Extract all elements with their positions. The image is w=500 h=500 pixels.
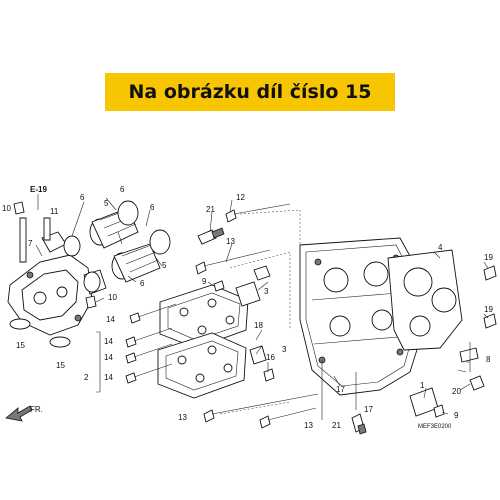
callout-13-c: 13: [304, 421, 313, 430]
svg-text:FR.: FR.: [30, 405, 43, 414]
bolts-13-lower: [203, 393, 319, 429]
bracket-2: [96, 331, 101, 393]
callout-13-b: 13: [178, 413, 187, 422]
callout-15-b: 15: [56, 361, 65, 370]
callout-19-b: 19: [484, 305, 493, 314]
spark-plug-21-upper: [197, 227, 225, 245]
callout-21-a: 21: [206, 205, 215, 214]
dowel-16: [263, 368, 275, 382]
callout-13-a: 13: [226, 237, 235, 246]
sensor-8: [459, 347, 479, 363]
callout-7: 7: [28, 239, 33, 248]
bolt-11: [43, 217, 51, 241]
dowel-pin-upper: [253, 265, 271, 281]
callout-1: 1: [420, 381, 425, 390]
callout-21-b: 21: [332, 421, 341, 430]
callout-9-b: 9: [454, 411, 459, 420]
callout-20: 20: [452, 387, 461, 396]
callout-5-a: 5: [104, 199, 109, 208]
dowel-pin-lower: [249, 345, 267, 365]
o-ring-15-a: [9, 318, 31, 330]
dashed-guide-13: [229, 251, 291, 330]
bolt-10-lower: [85, 295, 97, 309]
callout-14-b: 14: [104, 337, 113, 346]
callout-18: 18: [254, 321, 263, 330]
dowel-19-upper: [483, 265, 497, 281]
valve-guide-seal-3: [235, 281, 261, 307]
callout-3-b: 3: [282, 345, 287, 354]
callout-6-d: 6: [140, 279, 145, 288]
callout-8: 8: [486, 355, 491, 364]
thermostat-housing: [7, 217, 107, 336]
intake-joint-upper: [63, 200, 139, 257]
callout-17-b: 17: [364, 405, 373, 414]
callout-14-a: 14: [106, 315, 115, 324]
head-gasket: [387, 249, 463, 351]
bracket-8: [466, 342, 471, 372]
spark-plug-21-lower: [351, 413, 367, 435]
callout-3-a: 3: [264, 287, 269, 296]
dashed-guide-12: [239, 209, 301, 300]
washer-9-lower: [433, 404, 445, 418]
section-ref-label: E-19: [30, 185, 47, 194]
callout-14-c: 14: [104, 353, 113, 362]
diagram-code: MEF3E0200: [418, 424, 452, 430]
callout-10-lower: 10: [108, 293, 117, 302]
callout-16: 16: [266, 353, 275, 362]
callout-4: 4: [438, 243, 443, 252]
camshaft-holder-lower: [157, 332, 247, 399]
washer-9-upper: [213, 280, 225, 292]
bolt-12: [225, 203, 291, 223]
callout-5-b: 5: [162, 261, 167, 270]
callout-12: 12: [236, 193, 245, 202]
dowel-19-lower: [483, 313, 497, 329]
bolt-20: [469, 375, 485, 391]
callout-6-a: 6: [80, 193, 85, 202]
part-number-banner: Na obrázku díl číslo 15: [105, 73, 395, 111]
bolt-10-upper: [13, 201, 25, 215]
insulator-1: [409, 387, 439, 417]
callout-14-d: 14: [104, 373, 113, 382]
bolts-14: [125, 303, 177, 384]
callout-15-a: 15: [16, 341, 25, 350]
callout-6-b: 6: [120, 185, 125, 194]
callout-11: 11: [50, 207, 59, 216]
callout-10-upper: 10: [2, 204, 11, 213]
dashed-guide-13-lower: [219, 401, 291, 415]
callout-6-c: 6: [150, 203, 155, 212]
callout-2: 2: [84, 373, 89, 382]
bolt-13-upper: [195, 249, 271, 275]
callout-17-a: 17: [336, 385, 345, 394]
callout-9-a: 9: [202, 277, 207, 286]
front-direction-arrow: FR.: [5, 405, 43, 422]
callout-19-a: 19: [484, 253, 493, 262]
leader-lines: [35, 194, 489, 415]
intake-joint-lower: [83, 229, 171, 293]
o-ring-15-b: [49, 336, 71, 348]
